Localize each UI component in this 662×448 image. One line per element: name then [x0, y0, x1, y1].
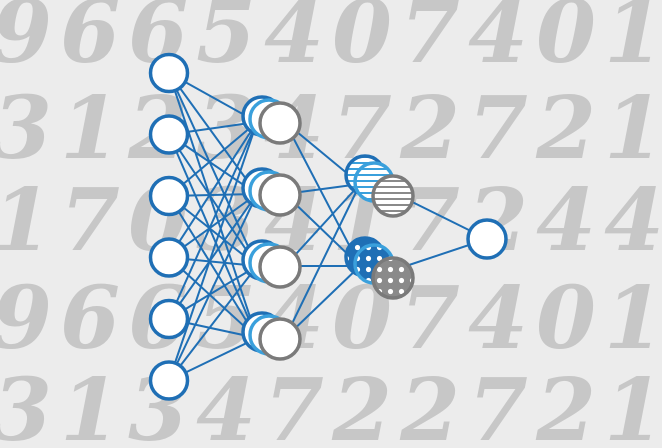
- connection-line: [168, 72, 258, 195]
- output-neuron: [466, 218, 508, 260]
- input-neuron: [148, 175, 190, 217]
- connection-line: [168, 195, 258, 339]
- background-digit: 4: [468, 268, 528, 369]
- connection-line: [168, 193, 258, 381]
- input-neuron: [148, 52, 190, 94]
- connection-line: [168, 265, 258, 382]
- background-digit: 0: [536, 268, 596, 369]
- background-digit: 1: [60, 78, 120, 179]
- background-digit: 4: [604, 170, 662, 271]
- connection-line: [168, 121, 258, 381]
- background-digit: 1: [604, 78, 662, 179]
- connection-line: [284, 183, 361, 339]
- background-digit: 2: [535, 360, 596, 448]
- background-digit: 0: [332, 0, 392, 83]
- connection-lines: [168, 72, 488, 382]
- background-digit: 7: [468, 78, 528, 179]
- input-neuron: [148, 237, 190, 278]
- background-digit: 3: [0, 360, 52, 448]
- background-digit: 3: [0, 78, 52, 179]
- input-neuron: [148, 298, 190, 340]
- background-digit: 0: [536, 0, 596, 83]
- hidden1-neuron-front: [258, 101, 302, 145]
- input-neuron: [148, 360, 190, 401]
- background-digit: 6: [60, 0, 120, 83]
- background-digit: 7: [468, 360, 528, 448]
- background-digit: 4: [264, 0, 324, 83]
- connection-line: [284, 265, 361, 339]
- background-digit: 6: [60, 268, 120, 369]
- hidden1-neuron-front: [258, 173, 302, 217]
- background-digit: 9: [0, 268, 52, 369]
- background-digit: 7: [400, 0, 460, 83]
- background-digit: 1: [604, 360, 662, 448]
- background-digit: 1: [0, 170, 52, 271]
- background-digit: 4: [196, 360, 256, 448]
- hidden2-neuron-front: [371, 256, 415, 300]
- network-nodes: [148, 52, 508, 401]
- connection-line: [168, 72, 258, 339]
- background-digit: 5: [196, 0, 256, 83]
- background-digit: 7: [60, 170, 120, 271]
- background-digit: 4: [468, 0, 528, 83]
- connection-line: [168, 72, 258, 267]
- background-digit: 4: [536, 170, 596, 271]
- connection-line: [168, 193, 258, 320]
- connection-line: [284, 183, 361, 267]
- background-digit: 2: [399, 360, 460, 448]
- background-digit: 1: [604, 0, 662, 83]
- hidden2-neuron-front: [371, 174, 415, 218]
- background-digit: 2: [331, 360, 392, 448]
- connection-line: [168, 133, 258, 267]
- background-digit: 1: [604, 268, 662, 369]
- background-digit: 7: [264, 360, 324, 448]
- background-digit: 1: [60, 360, 120, 448]
- connection-line: [284, 121, 361, 267]
- background-digit: 2: [399, 78, 460, 179]
- input-neuron: [148, 114, 190, 155]
- connection-line: [168, 134, 258, 339]
- background-digit: 2: [535, 78, 596, 179]
- hidden1-neuron-front: [258, 317, 302, 361]
- connection-line: [168, 121, 258, 259]
- connection-line: [168, 121, 258, 320]
- hidden1-neuron-front: [258, 245, 302, 289]
- background-digit: 9: [0, 0, 52, 83]
